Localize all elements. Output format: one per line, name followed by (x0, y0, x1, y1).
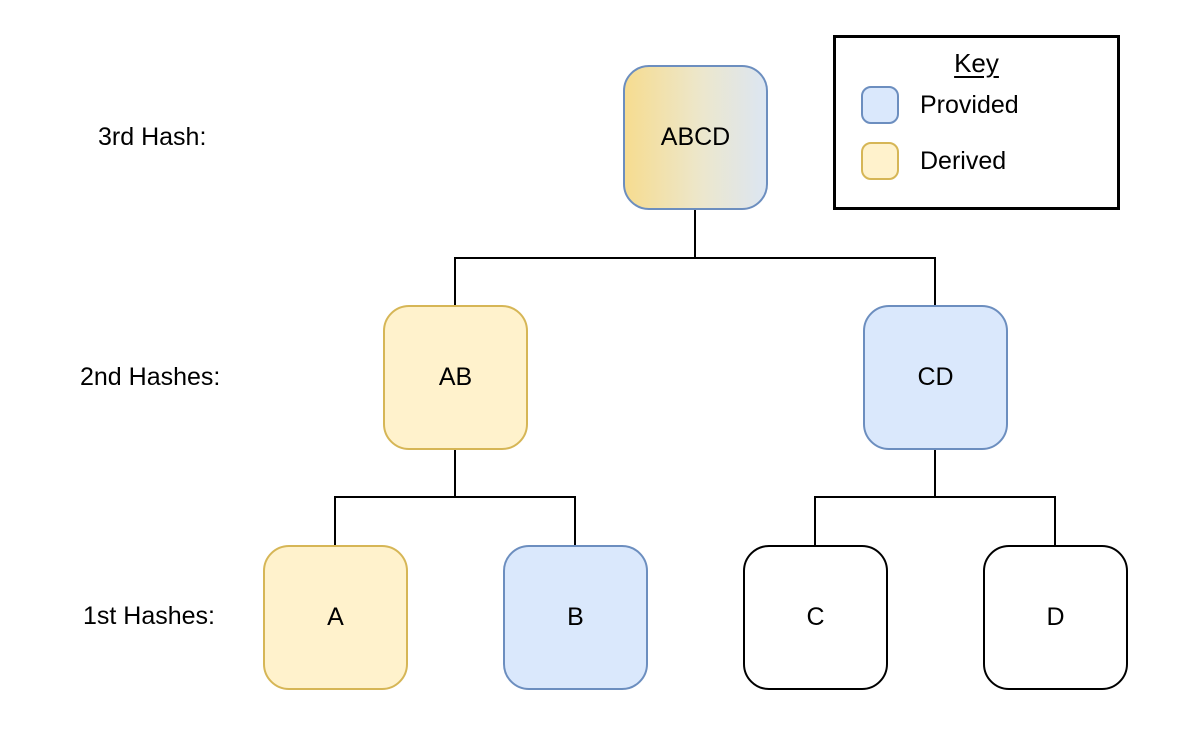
node-a: A (263, 545, 408, 690)
connector-to-c (814, 496, 816, 546)
node-ab-label: AB (438, 363, 473, 391)
node-ab: AB (383, 305, 528, 450)
connector-ab-crossbar (334, 496, 576, 498)
connector-cd-crossbar (814, 496, 1056, 498)
legend-label-provided: Provided (920, 91, 1019, 119)
node-d-label: D (1046, 603, 1065, 631)
connector-ab-stem (454, 450, 456, 497)
legend-box: Key Provided Derived (833, 35, 1120, 210)
connector-to-b (574, 496, 576, 546)
row-label-1st-hashes: 1st Hashes: (83, 602, 216, 630)
provided-swatch (861, 86, 899, 124)
node-c: C (743, 545, 888, 690)
connector-to-cd (934, 257, 936, 306)
legend-title: Key (954, 48, 999, 78)
node-b: B (503, 545, 648, 690)
node-abcd-label: ABCD (660, 123, 731, 151)
node-cd-label: CD (917, 363, 954, 391)
row-label-2nd-hashes: 2nd Hashes: (80, 363, 221, 391)
connector-cd-stem (934, 450, 936, 497)
legend-item-provided: Provided (861, 86, 1019, 124)
node-c-label: C (806, 603, 825, 631)
connector-abcd-stem (694, 210, 696, 258)
legend-label-derived: Derived (920, 147, 1007, 175)
node-a-label: A (327, 603, 344, 631)
connector-to-d (1054, 496, 1056, 546)
node-b-label: B (567, 603, 584, 631)
connector-to-ab (454, 257, 456, 306)
derived-swatch (861, 142, 899, 180)
row-label-3rd-hash: 3rd Hash: (98, 123, 207, 151)
node-abcd: ABCD (623, 65, 768, 210)
connector-abcd-crossbar (454, 257, 936, 259)
connector-to-a (334, 496, 336, 546)
node-d: D (983, 545, 1128, 690)
legend-item-derived: Derived (861, 142, 1006, 180)
node-cd: CD (863, 305, 1008, 450)
